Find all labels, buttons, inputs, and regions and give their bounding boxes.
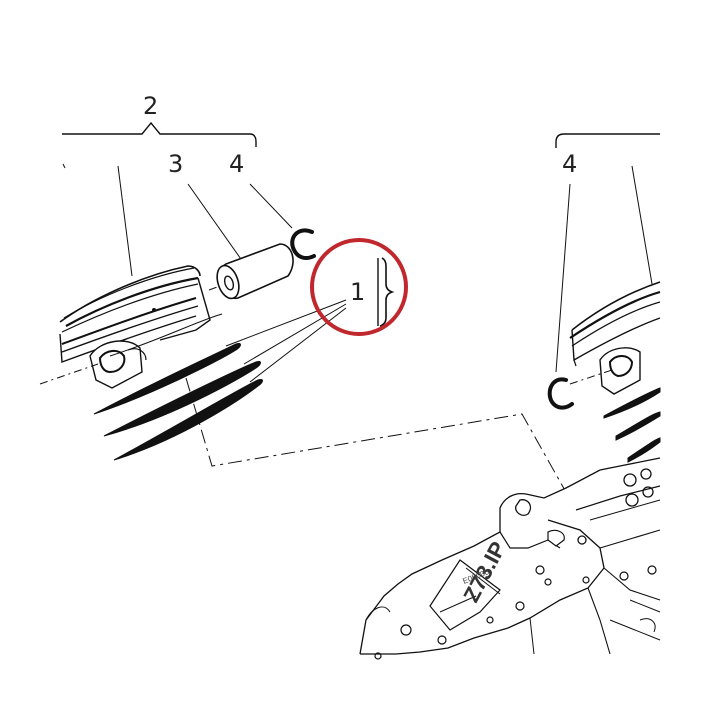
callout-1-leader-a [225, 299, 347, 347]
piston-right [569, 281, 661, 463]
callout-2-label: 2 [143, 92, 158, 120]
callout-1-leader-c [249, 307, 347, 383]
piston-pin [208, 243, 294, 300]
callout-3-label: 3 [168, 150, 183, 178]
circlip-right [547, 377, 574, 410]
callout-2-bracket [62, 121, 257, 147]
callout-right-bracket [555, 133, 660, 148]
piston-ring-set [93, 313, 263, 461]
callout-4-left-leader [249, 183, 293, 229]
callout-2-group: 2 [62, 92, 257, 277]
callout-1-brace [379, 257, 395, 327]
callout-right-piston-leader [631, 165, 653, 285]
callout-4-left-group: 4 [229, 150, 293, 229]
callout-3-group: 3 [168, 150, 244, 263]
piston-left [39, 265, 211, 389]
circlip-left [290, 228, 316, 260]
callout-4-right-leader [555, 183, 571, 373]
callout-1-leader-b [243, 303, 347, 365]
callout-1-group: 1 [225, 238, 408, 383]
engine-block: Z73.IP E05000 [359, 457, 661, 660]
callout-2-tick [62, 163, 66, 169]
callout-right-group: 4 [555, 133, 660, 373]
assembly-centerline [185, 377, 577, 511]
callout-4-right-label: 4 [562, 150, 577, 178]
callout-1-label: 1 [350, 278, 365, 306]
callout-4-left-label: 4 [229, 150, 244, 178]
callout-2-leader [117, 165, 133, 277]
callout-1-highlight-ring [310, 238, 408, 336]
callout-3-leader [187, 183, 244, 263]
